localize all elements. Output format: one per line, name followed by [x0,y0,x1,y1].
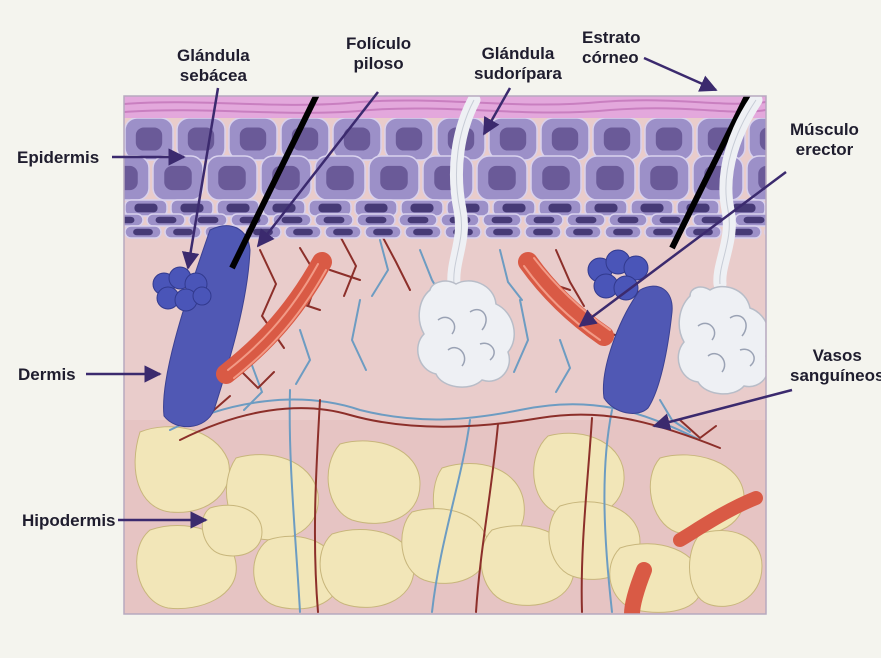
label-estrato-corneo: Estrato córneo [582,28,641,68]
epidermis-cell [769,200,811,216]
label-hipodermis: Hipodermis [22,511,116,531]
cell-nucleus [618,217,639,224]
cell-nucleus [324,217,345,224]
cell-nucleus [552,127,578,150]
epidermis-cell [747,156,797,200]
cell-nucleus [548,204,571,213]
label-foliculo-piloso: Folículo piloso [346,34,411,74]
cell-nucleus [542,166,570,190]
cell-nucleus [173,229,193,236]
cell-nucleus [373,229,393,236]
label-epidermis: Epidermis [17,148,99,168]
cell-nucleus [778,204,801,213]
cell-nucleus [198,217,219,224]
cell-nucleus [218,166,246,190]
cell-nucleus [293,229,313,236]
cell-nucleus [760,127,786,150]
cell-nucleus [164,166,192,190]
label-glandula-sudoripara: Glándula sudorípara [474,44,562,84]
cell-nucleus [396,127,422,150]
cell-nucleus [282,217,303,224]
cell-nucleus [488,166,516,190]
label-dermis: Dermis [18,365,76,385]
cell-nucleus [502,204,525,213]
cell-nucleus [492,217,513,224]
cell-nucleus [318,204,341,213]
epidermis-cell [765,226,801,238]
cell-nucleus [786,217,807,224]
cell-nucleus [534,217,555,224]
cell-nucleus [366,217,387,224]
cell-nucleus [640,204,663,213]
label-musculo-erector: Músculo erector [790,120,859,160]
label-glandula-sebacea: Glándula sebácea [177,46,250,86]
cell-nucleus [758,166,786,190]
cell-nucleus [596,166,624,190]
cell-nucleus [493,229,513,236]
cell-nucleus [408,217,429,224]
cell-nucleus [180,204,203,213]
cell-nucleus [594,204,617,213]
cell-nucleus [744,217,765,224]
cell-nucleus [573,229,593,236]
cell-nucleus [613,229,633,236]
cell-nucleus [650,166,678,190]
cell-nucleus [533,229,553,236]
cell-nucleus [410,204,433,213]
cell-nucleus [656,127,682,150]
cell-nucleus [660,217,681,224]
cell-nucleus [326,166,354,190]
stratum-corneum [124,96,766,118]
label-vasos-sanguineos: Vasos sanguíneos [790,346,881,386]
cell-nucleus [226,204,249,213]
cell-nucleus [604,127,630,150]
cell-nucleus [333,229,353,236]
cell-nucleus [733,229,753,236]
epidermis-cell [777,214,815,226]
cell-nucleus [413,229,433,236]
cell-nucleus [773,229,793,236]
cell-nucleus [364,204,387,213]
cell-nucleus [653,229,673,236]
cell-nucleus [156,217,177,224]
cell-nucleus [136,127,162,150]
cell-nucleus [134,204,157,213]
cell-nucleus [576,217,597,224]
cell-nucleus [240,127,266,150]
cell-nucleus [133,229,153,236]
cell-nucleus [380,166,408,190]
cell-nucleus [500,127,526,150]
